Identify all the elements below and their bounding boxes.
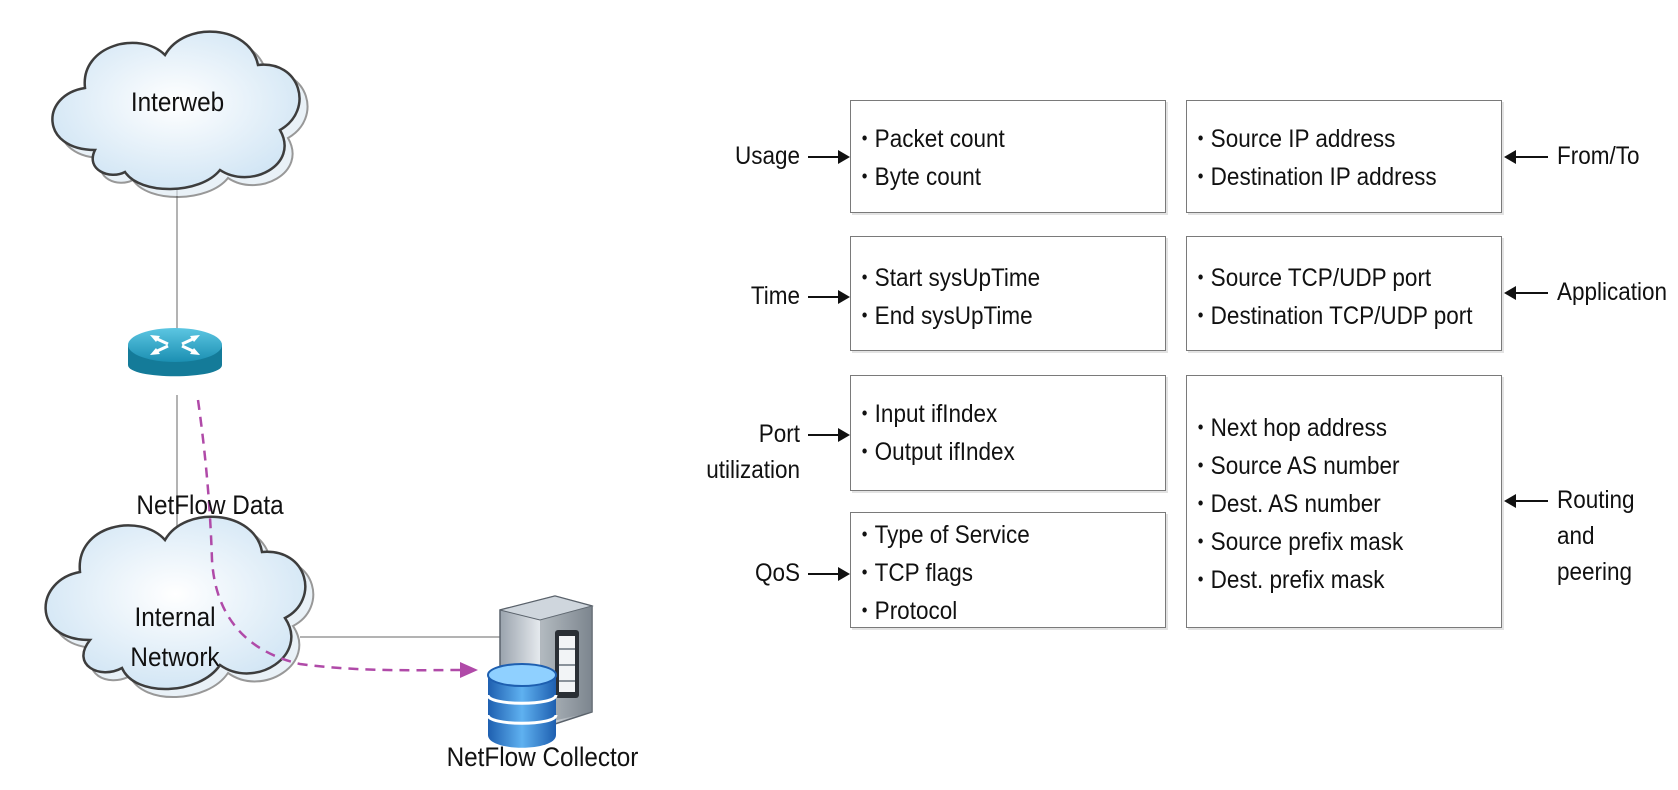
interweb-cloud-icon (51, 30, 309, 198)
routing-label-line3: peering (1557, 558, 1633, 586)
list-item: Start sysUpTime (851, 260, 1134, 298)
list-item: Source prefix mask (1187, 524, 1470, 562)
database-icon (486, 663, 558, 748)
list-item: Next hop address (1187, 410, 1470, 448)
application-arrow (1504, 286, 1548, 300)
fromto-arrow (1504, 150, 1548, 164)
usage-arrow (808, 150, 850, 164)
interweb-label: Interweb (130, 87, 225, 117)
qos-arrow (808, 567, 850, 581)
netflow-arrowhead (460, 662, 478, 678)
application-label: Application (1557, 278, 1668, 306)
list-item: Input ifIndex (851, 396, 1134, 434)
list-item: End sysUpTime (851, 298, 1134, 336)
internal-network-label-line2: Network (130, 642, 220, 672)
list-item: Dest. AS number (1187, 486, 1470, 524)
router-icon (128, 328, 222, 377)
time-box: Start sysUpTime End sysUpTime (850, 236, 1166, 351)
list-item: Byte count (851, 159, 1134, 197)
port-arrow (808, 428, 850, 442)
port-label-line1: Port (758, 420, 800, 448)
list-item: Source TCP/UDP port (1187, 260, 1470, 298)
time-label: Time (750, 282, 800, 310)
list-item: Type of Service (851, 517, 1134, 555)
list-item: Dest. prefix mask (1187, 562, 1470, 600)
routing-label-line1: Routing (1557, 486, 1635, 514)
list-item: Destination IP address (1187, 159, 1470, 197)
usage-label: Usage (734, 142, 800, 170)
list-item: Output ifIndex (851, 434, 1134, 472)
routing-arrow (1504, 494, 1548, 508)
list-item: Protocol (851, 593, 1134, 631)
fromto-box: Source IP address Destination IP address (1186, 100, 1502, 213)
routing-label-line2: and (1557, 522, 1595, 550)
network-diagram (44, 30, 594, 748)
qos-box: Type of Service TCP flags Protocol (850, 512, 1166, 628)
list-item: Source IP address (1187, 121, 1470, 159)
time-arrow (808, 290, 850, 304)
list-item: Source AS number (1187, 448, 1470, 486)
list-item: TCP flags (851, 555, 1134, 593)
netflow-collector-label: NetFlow Collector (446, 742, 639, 772)
netflow-data-label: NetFlow Data (136, 490, 284, 520)
list-item: Packet count (851, 121, 1134, 159)
list-item: Destination TCP/UDP port (1187, 298, 1473, 336)
netflow-data-path (196, 399, 463, 672)
routing-box: Next hop address Source AS number Dest. … (1186, 375, 1502, 628)
application-box: Source TCP/UDP port Destination TCP/UDP … (1186, 236, 1502, 351)
port-box: Input ifIndex Output ifIndex (850, 375, 1166, 491)
port-label-line2: utilization (706, 456, 800, 484)
qos-label: QoS (754, 559, 800, 587)
fromto-label: From/To (1557, 142, 1640, 170)
internal-network-label-line1: Internal (134, 602, 216, 632)
internal-network-cloud-icon (44, 515, 315, 698)
usage-box: Packet count Byte count (850, 100, 1166, 213)
